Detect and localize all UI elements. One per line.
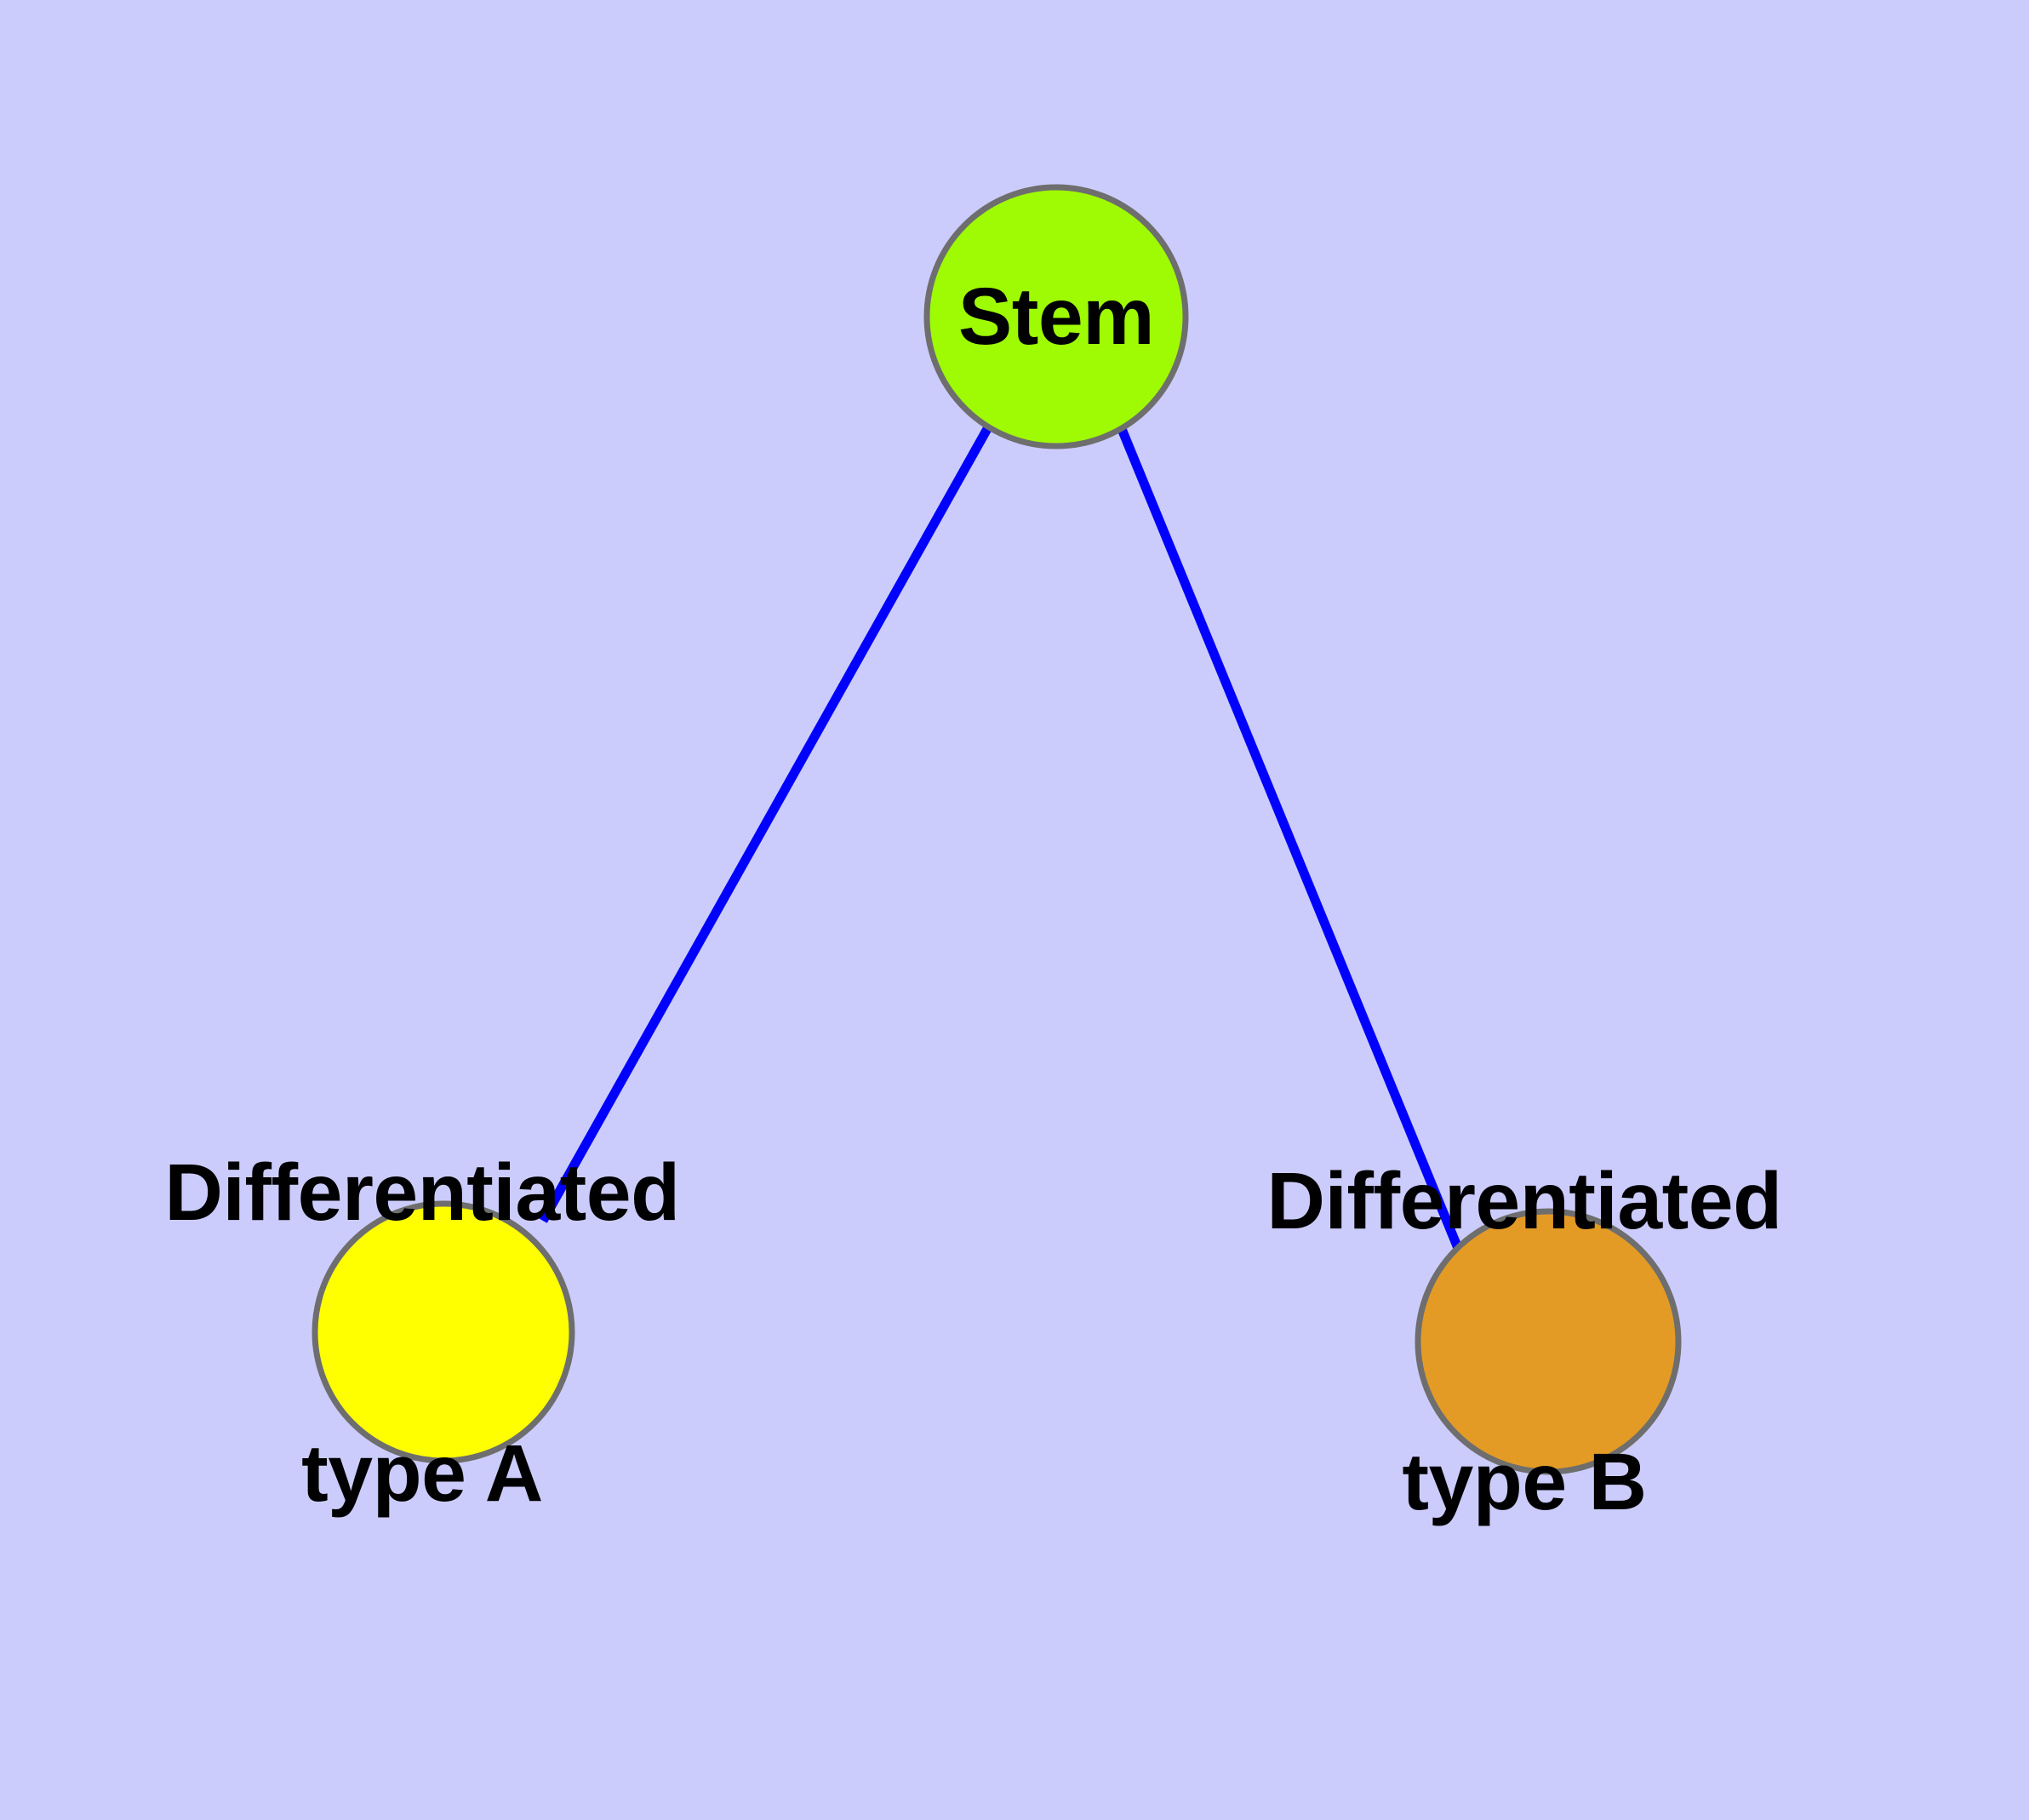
node-layer — [311, 184, 1682, 1475]
edge-layer — [539, 425, 1465, 1255]
node-circle-stem[interactable] — [923, 184, 1189, 449]
node-circle-differentiated-type-a[interactable] — [311, 1200, 575, 1464]
edge-stem-to-differentiated-type-b[interactable] — [1117, 426, 1465, 1255]
node-circle-differentiated-type-b[interactable] — [1415, 1208, 1682, 1475]
edge-stem-to-differentiated-type-a[interactable] — [539, 425, 992, 1223]
